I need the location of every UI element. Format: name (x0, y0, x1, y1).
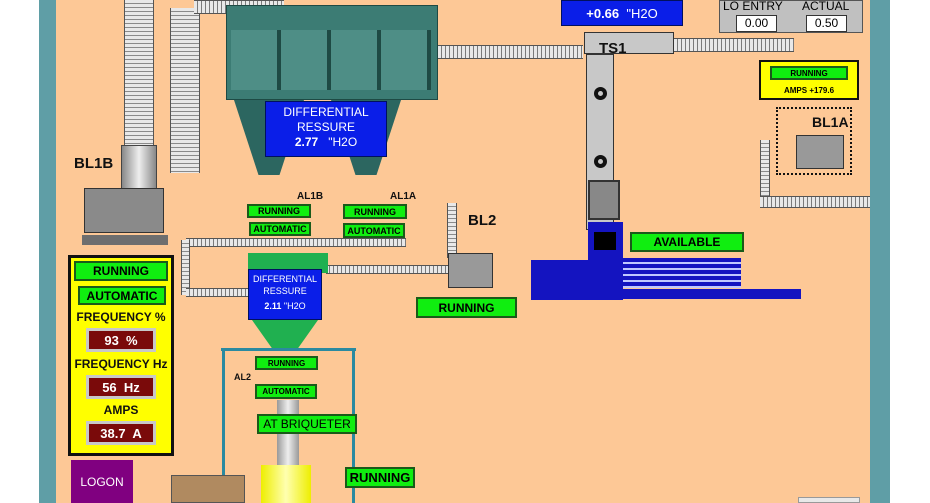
cyclone-dp-display: DIFFERENTIAL RESSURE 2.11 "H2O (248, 269, 322, 320)
blower-bl2[interactable] (448, 253, 493, 288)
amps-value: 38.7 A (86, 421, 156, 445)
briquetter-status[interactable]: RUNNING (345, 467, 415, 488)
bl2-status[interactable]: RUNNING (416, 297, 517, 318)
dp-unit: "H2O (283, 301, 306, 311)
dp-unit: "H2O (626, 6, 658, 21)
al1b-status[interactable]: RUNNING (247, 204, 311, 218)
actual-label: ACTUAL (802, 0, 850, 13)
dp-value: +0.66 (586, 6, 620, 21)
collector-dp-display: DIFFERENTIAL RESSURE 2.77 "H2O (265, 101, 387, 157)
al2-label: AL2 (234, 372, 252, 382)
freq-pct-value: 93 % (86, 328, 156, 352)
support-frame (221, 348, 356, 351)
dp-title: RESSURE (263, 286, 307, 296)
bl1a-panel: RUNNING AMPS +179.6 (759, 60, 859, 100)
cyclone-cone (252, 320, 318, 348)
baler-base (531, 289, 801, 299)
support-frame (222, 348, 225, 503)
dp-value: 2.11 (264, 301, 282, 311)
lo-entry-input[interactable]: 0.00 (736, 15, 777, 32)
baler-chamber (623, 258, 741, 288)
duct (760, 196, 870, 208)
freq-hz-value: 56 Hz (86, 375, 156, 399)
hmi-canvas: BL1B DIFFERENTIAL RESSURE 2.77 "H2O AL1B… (56, 0, 870, 503)
bl1a-status[interactable]: RUNNING (770, 66, 848, 80)
duct (186, 288, 248, 297)
cyclone-top (248, 253, 328, 273)
freq-pct-label: FREQUENCY % (76, 310, 166, 324)
duct (124, 0, 154, 145)
blower-bl1a (796, 135, 844, 169)
window-frame-right (870, 0, 890, 503)
port-icon (594, 155, 607, 168)
dp-title: DIFFERENTIAL (252, 274, 317, 284)
ts1-dp-display: +0.66 "H2O (561, 0, 683, 26)
baler-hopper (588, 180, 620, 220)
freq-hz-label: FREQUENCY Hz (74, 357, 168, 371)
al2-mode[interactable]: AUTOMATIC (255, 384, 317, 399)
logon-button[interactable]: LOGON (71, 460, 133, 503)
al1b-mode[interactable]: AUTOMATIC (249, 222, 311, 236)
duct (674, 38, 794, 52)
port-icon (594, 87, 607, 100)
ts1-top (584, 32, 674, 54)
bl1b-panel: RUNNING AUTOMATIC FREQUENCY % 93 % FREQU… (68, 255, 174, 456)
bl1b-mode[interactable]: AUTOMATIC (78, 286, 166, 305)
motor-base (82, 235, 168, 245)
dp-unit: "H2O (328, 135, 358, 149)
dp-title: RESSURE (296, 120, 355, 134)
briquetter[interactable] (261, 465, 311, 503)
al2-status[interactable]: RUNNING (255, 356, 318, 370)
baler-window (594, 232, 616, 250)
duct (760, 140, 770, 205)
briquette-bin (171, 475, 245, 503)
bl1b-status[interactable]: RUNNING (74, 261, 168, 281)
lo-entry-label: LO ENTRY (723, 0, 783, 13)
al1a-label: AL1A (390, 191, 417, 202)
ts1-label: TS1 (599, 40, 627, 57)
dp-value: 2.77 (294, 135, 319, 149)
setpoint-panel: LO ENTRY ACTUAL 0.00 0.50 (719, 0, 863, 33)
amps-label: AMPS (103, 403, 139, 417)
bl1a-label: BL1A (812, 114, 849, 130)
duct (438, 45, 583, 59)
al2-location[interactable]: AT BRIQUETER (257, 414, 357, 434)
bl1a-enclosure[interactable] (776, 107, 852, 175)
window-frame-left (39, 0, 56, 503)
al1b-label: AL1B (297, 191, 324, 202)
duct (326, 265, 451, 274)
duct (181, 240, 190, 295)
panel-button[interactable] (798, 497, 860, 503)
collector-panels (231, 30, 431, 90)
bl2-label: BL2 (468, 212, 497, 229)
al1a-status[interactable]: RUNNING (343, 204, 407, 219)
baler-status[interactable]: AVAILABLE (630, 232, 744, 252)
bl1b-label: BL1B (74, 155, 114, 172)
bl1a-amps: AMPS +179.6 (783, 86, 835, 95)
al1a-mode[interactable]: AUTOMATIC (343, 223, 405, 238)
duct (170, 8, 200, 173)
duct (447, 203, 457, 258)
duct (186, 238, 406, 247)
dp-title: DIFFERENTIAL (283, 105, 369, 119)
motor-bl1b (84, 188, 164, 233)
actual-value: 0.50 (806, 15, 847, 32)
